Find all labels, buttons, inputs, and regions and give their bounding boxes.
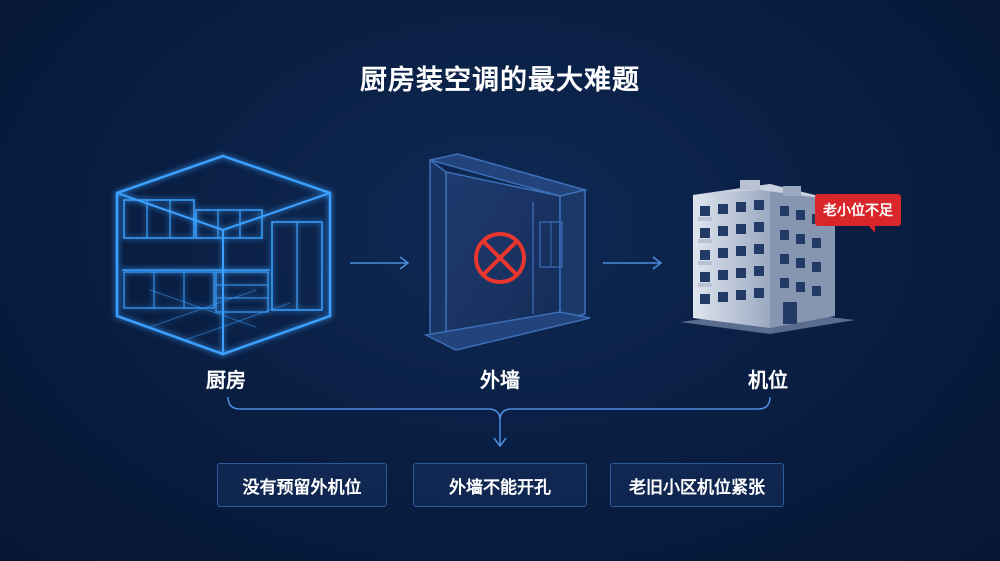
problem-box-3: 老旧小区机位紧张 bbox=[610, 463, 784, 507]
problem-box-2: 外墙不能开孔 bbox=[413, 463, 587, 507]
bracket-connector bbox=[227, 396, 771, 448]
kitchen-wireframe-icon bbox=[115, 154, 332, 356]
problem-text-3: 老旧小区机位紧张 bbox=[629, 477, 765, 498]
page-title: 厨房装空调的最大难题 bbox=[360, 65, 640, 96]
prohibit-icon bbox=[474, 232, 526, 284]
problem-text-2: 外墙不能开孔 bbox=[449, 477, 551, 498]
node-label-unit-position: 机位 bbox=[748, 368, 788, 392]
problem-box-1: 没有预留外机位 bbox=[217, 463, 387, 507]
arrow-wall-to-unit bbox=[603, 256, 663, 270]
node-label-kitchen: 厨房 bbox=[206, 368, 246, 392]
building-badge: 老小位不足 bbox=[815, 194, 901, 233]
problem-text-1: 没有预留外机位 bbox=[242, 477, 362, 498]
node-label-wall: 外墙 bbox=[480, 368, 520, 392]
arrow-kitchen-to-wall bbox=[350, 256, 410, 270]
